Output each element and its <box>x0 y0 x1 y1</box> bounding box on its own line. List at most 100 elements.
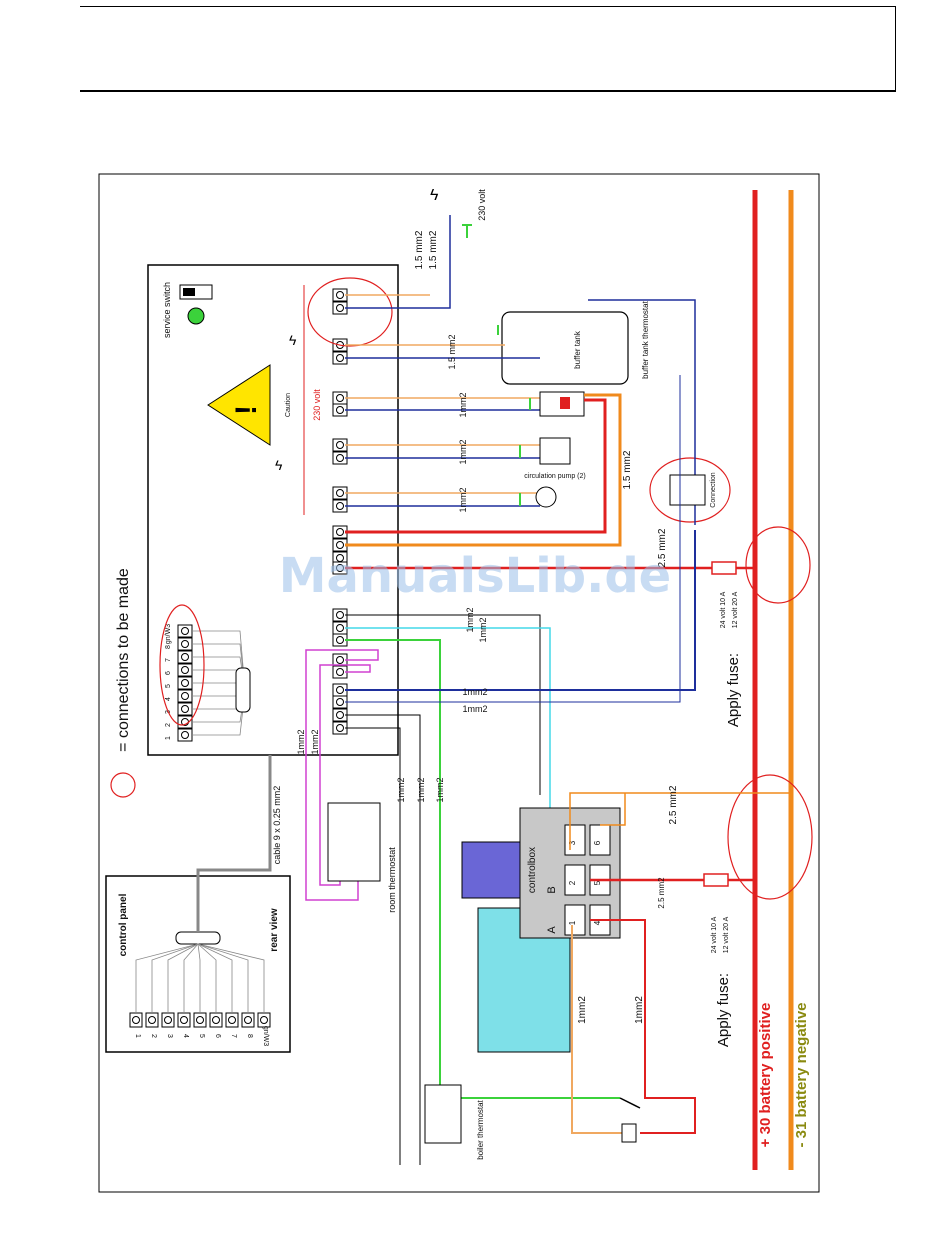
terminal-screw <box>332 351 348 365</box>
wire-label: 1mm2 <box>416 777 426 802</box>
lightning-icon: ϟ <box>275 457 283 473</box>
screw-icon <box>212 1016 220 1024</box>
screw-icon <box>164 1016 172 1024</box>
terminal-screw <box>332 683 348 697</box>
controlbox-label: controlbox <box>527 847 538 893</box>
screw-icon <box>244 1016 252 1024</box>
terminal-screw <box>332 665 348 679</box>
screw-icon <box>336 611 344 619</box>
terminal-screw <box>177 624 193 638</box>
boiler-thermostat-wire <box>345 714 421 1165</box>
room-thermostat-wire <box>319 664 371 886</box>
wire-label: 2.5 mm2 <box>668 785 679 824</box>
screw-icon <box>336 304 344 312</box>
connection-circle <box>727 774 813 900</box>
thermostat-return-wire <box>345 530 696 691</box>
wire-label: 1mm2 <box>396 777 406 802</box>
terminal-screw <box>332 451 348 465</box>
terminal-screw <box>209 1012 223 1028</box>
terminal-number: 4 <box>165 697 172 701</box>
room-thermostat-wire <box>305 649 379 901</box>
terminal-screw <box>332 721 348 735</box>
terminal-number: 8 <box>246 1034 253 1038</box>
terminal-number: 5 <box>198 1034 205 1038</box>
screw-icon <box>260 1016 268 1024</box>
cable-core <box>135 943 199 1013</box>
terminal-number: 8 <box>165 645 172 649</box>
heater-relay-icon <box>560 397 570 409</box>
terminal-number: 6 <box>214 1034 221 1038</box>
controlbox-terminal-number: 4 <box>593 920 602 925</box>
screw-icon <box>228 1016 236 1024</box>
negative-controlbox-wire <box>569 792 791 850</box>
thermostat-return-wire <box>345 375 681 703</box>
connector-icon <box>175 931 221 945</box>
circulation-pump-label: circulation pump (2) <box>524 473 585 480</box>
negative-feed-wire <box>345 393 622 547</box>
caution-230-volt: 230 volt <box>312 389 322 421</box>
legend-text: = connections to be made <box>115 568 132 752</box>
terminal-number: gn/W3 <box>262 1026 269 1046</box>
wire-label: 1.5 mm2 <box>447 334 457 369</box>
watermark: ManualsLib.de <box>279 548 671 604</box>
room-thermostat-box <box>327 802 381 882</box>
relay-positive-wire <box>590 919 696 1134</box>
cable-core <box>151 943 199 1013</box>
screw-icon <box>181 653 189 661</box>
service-indicator-icon <box>187 307 205 325</box>
terminal-screw <box>177 663 193 677</box>
terminal-screw <box>332 499 348 513</box>
terminal-screw <box>241 1012 255 1028</box>
boiler-thermostat-label: boiler thermostat <box>476 1099 485 1159</box>
cable-core <box>197 943 201 1013</box>
screw-icon <box>336 354 344 362</box>
terminal-screw <box>177 637 193 651</box>
cable-9-core <box>196 755 272 932</box>
lightning-icon: ϟ <box>289 332 297 348</box>
fuse-12v: 12 volt 20 A <box>723 916 730 953</box>
wire-label: 1mm2 <box>634 996 645 1024</box>
thermostat-wire <box>588 299 696 525</box>
screw-icon <box>336 341 344 349</box>
terminal-screw <box>332 525 348 539</box>
wire-label: 1mm2 <box>462 687 487 697</box>
screw-icon <box>336 441 344 449</box>
screw-icon <box>148 1016 156 1024</box>
terminal-number: 2 <box>165 723 172 727</box>
terminal-screw <box>193 1012 207 1028</box>
terminal-screw <box>177 702 193 716</box>
wire-label: 1mm2 <box>435 777 445 802</box>
terminal-number: 3 <box>166 1034 173 1038</box>
caution-exclamation: ! <box>230 405 263 415</box>
terminal-screw <box>177 689 193 703</box>
screw-icon <box>336 406 344 414</box>
connector-icon <box>235 667 251 713</box>
terminal-number: 6 <box>165 671 172 675</box>
screw-icon <box>181 627 189 635</box>
screw-icon <box>336 724 344 732</box>
screw-icon <box>336 502 344 510</box>
wire-label: 2.5 mm2 <box>657 528 668 567</box>
relay-coil-icon <box>621 1123 637 1143</box>
cable-core <box>197 943 249 1013</box>
terminal-screw <box>129 1012 143 1028</box>
buffer-tank-label: buffer tank <box>573 330 582 369</box>
boiler-thermostat-box <box>424 1084 462 1144</box>
terminal-screw <box>332 486 348 500</box>
terminal-screw <box>332 301 348 315</box>
wire-label: 1mm2 <box>296 729 306 754</box>
fuse-24v: 24 volt 10 A <box>720 591 727 628</box>
wire-label: 2.5 mm2 <box>657 877 666 909</box>
terminal-screw <box>332 633 348 647</box>
relay-switch-icon <box>619 1097 641 1109</box>
terminal-screw <box>332 608 348 622</box>
rear-view-label: rear view <box>269 908 280 952</box>
boiler-thermostat-wire <box>345 727 401 1165</box>
connection-box <box>669 474 706 506</box>
diagram-frame <box>98 173 820 1193</box>
circulation-pump-icon <box>539 437 571 465</box>
controlbox-term-A: A <box>546 926 558 934</box>
relay-coil-wire <box>571 925 622 1134</box>
screw-icon <box>336 394 344 402</box>
terminal-screw <box>177 650 193 664</box>
